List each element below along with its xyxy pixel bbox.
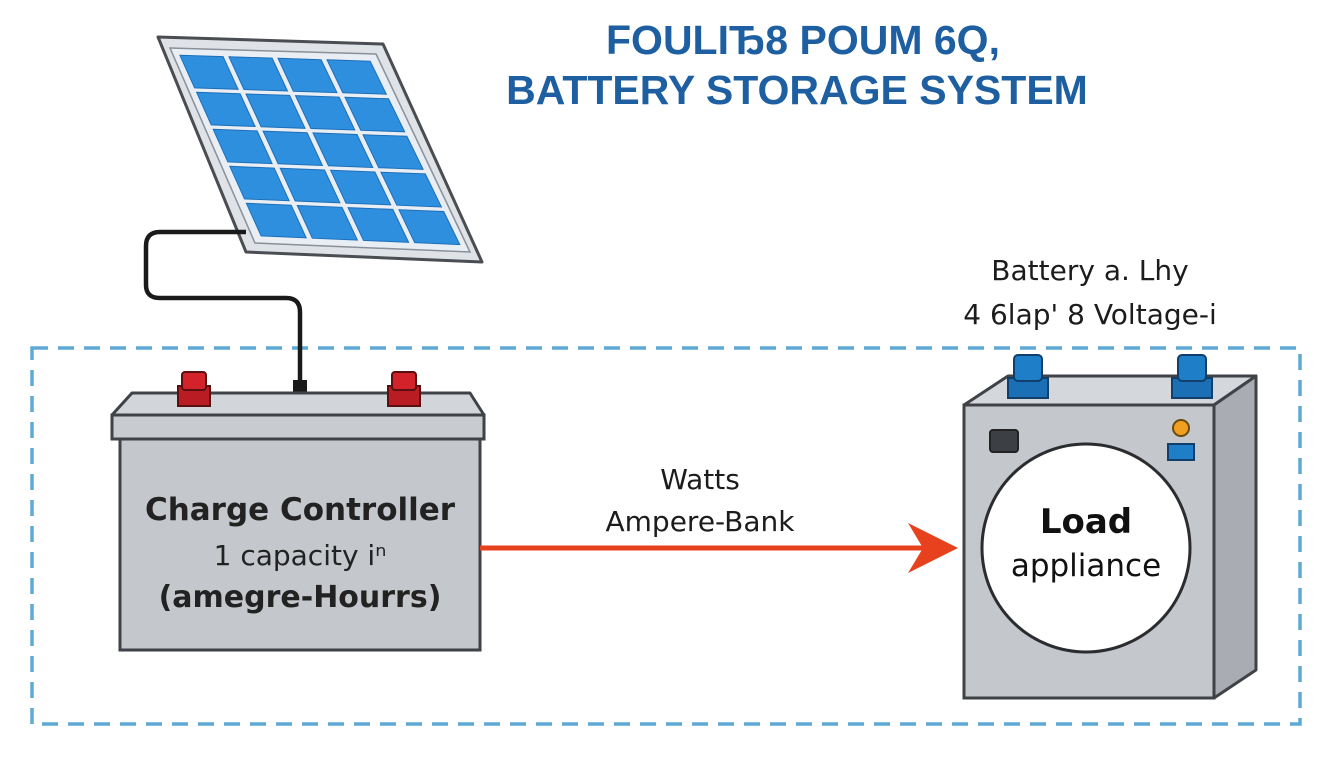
panel-cable: [143, 229, 303, 384]
load-appliance-icon: [962, 354, 1258, 700]
page-title-line-2: BATTERY STORAGE SYSTEM: [506, 67, 1088, 113]
solar-cell: [329, 169, 392, 206]
solar-cell: [279, 167, 341, 204]
terminal-blue-right: [1171, 354, 1213, 399]
battery-voltage-label: 4 6lap' 8 Voltage-i: [963, 298, 1217, 331]
indicator-button: [1167, 443, 1195, 461]
terminal-red-right: [387, 371, 421, 407]
indicator-light: [1172, 419, 1190, 437]
terminal-red-left: [177, 371, 211, 407]
system-boundary: [30, 346, 1302, 726]
solar-cell: [347, 207, 410, 243]
solar-cell: [312, 132, 374, 169]
solar-cell: [398, 209, 461, 246]
terminal-blue-left: [1007, 354, 1049, 399]
solar-cell: [228, 56, 289, 92]
solar-cell: [179, 54, 239, 90]
solar-cell: [296, 204, 359, 241]
solar-cell: [262, 130, 324, 167]
arrow-label-ampere-bank: Ampere-Bank: [605, 505, 795, 538]
charge-controller-box: [110, 371, 486, 652]
solar-cell: [195, 91, 256, 128]
load-circle: [980, 442, 1192, 654]
solar-cell: [326, 59, 388, 95]
solar-cell: [294, 95, 356, 131]
solar-cell: [277, 57, 338, 94]
solar-cell: [212, 128, 273, 165]
solar-cell: [344, 96, 406, 133]
load-title: Load: [1039, 502, 1133, 542]
solar-panel-icon: [156, 35, 484, 264]
charge-controller-unit: (amegre-Hourrs): [158, 580, 442, 615]
cable-connector: [293, 380, 307, 392]
solar-cell: [380, 171, 443, 208]
charge-controller-title: Charge Controller: [144, 492, 456, 528]
indicator-square: [989, 429, 1019, 453]
solar-cell: [245, 202, 307, 239]
load-subtitle: appliance: [1010, 548, 1162, 584]
solar-cell: [229, 165, 290, 202]
battery-label: Battery a. Lhy: [991, 254, 1189, 287]
arrow-label-watts: Watts: [660, 463, 740, 496]
page-title-line-1: FOULIЂ8 POUM 6Q,: [606, 17, 1000, 63]
charge-controller-capacity: 1 capacity iⁿ: [213, 539, 387, 572]
solar-cell: [245, 93, 306, 129]
solar-cell: [362, 134, 424, 170]
